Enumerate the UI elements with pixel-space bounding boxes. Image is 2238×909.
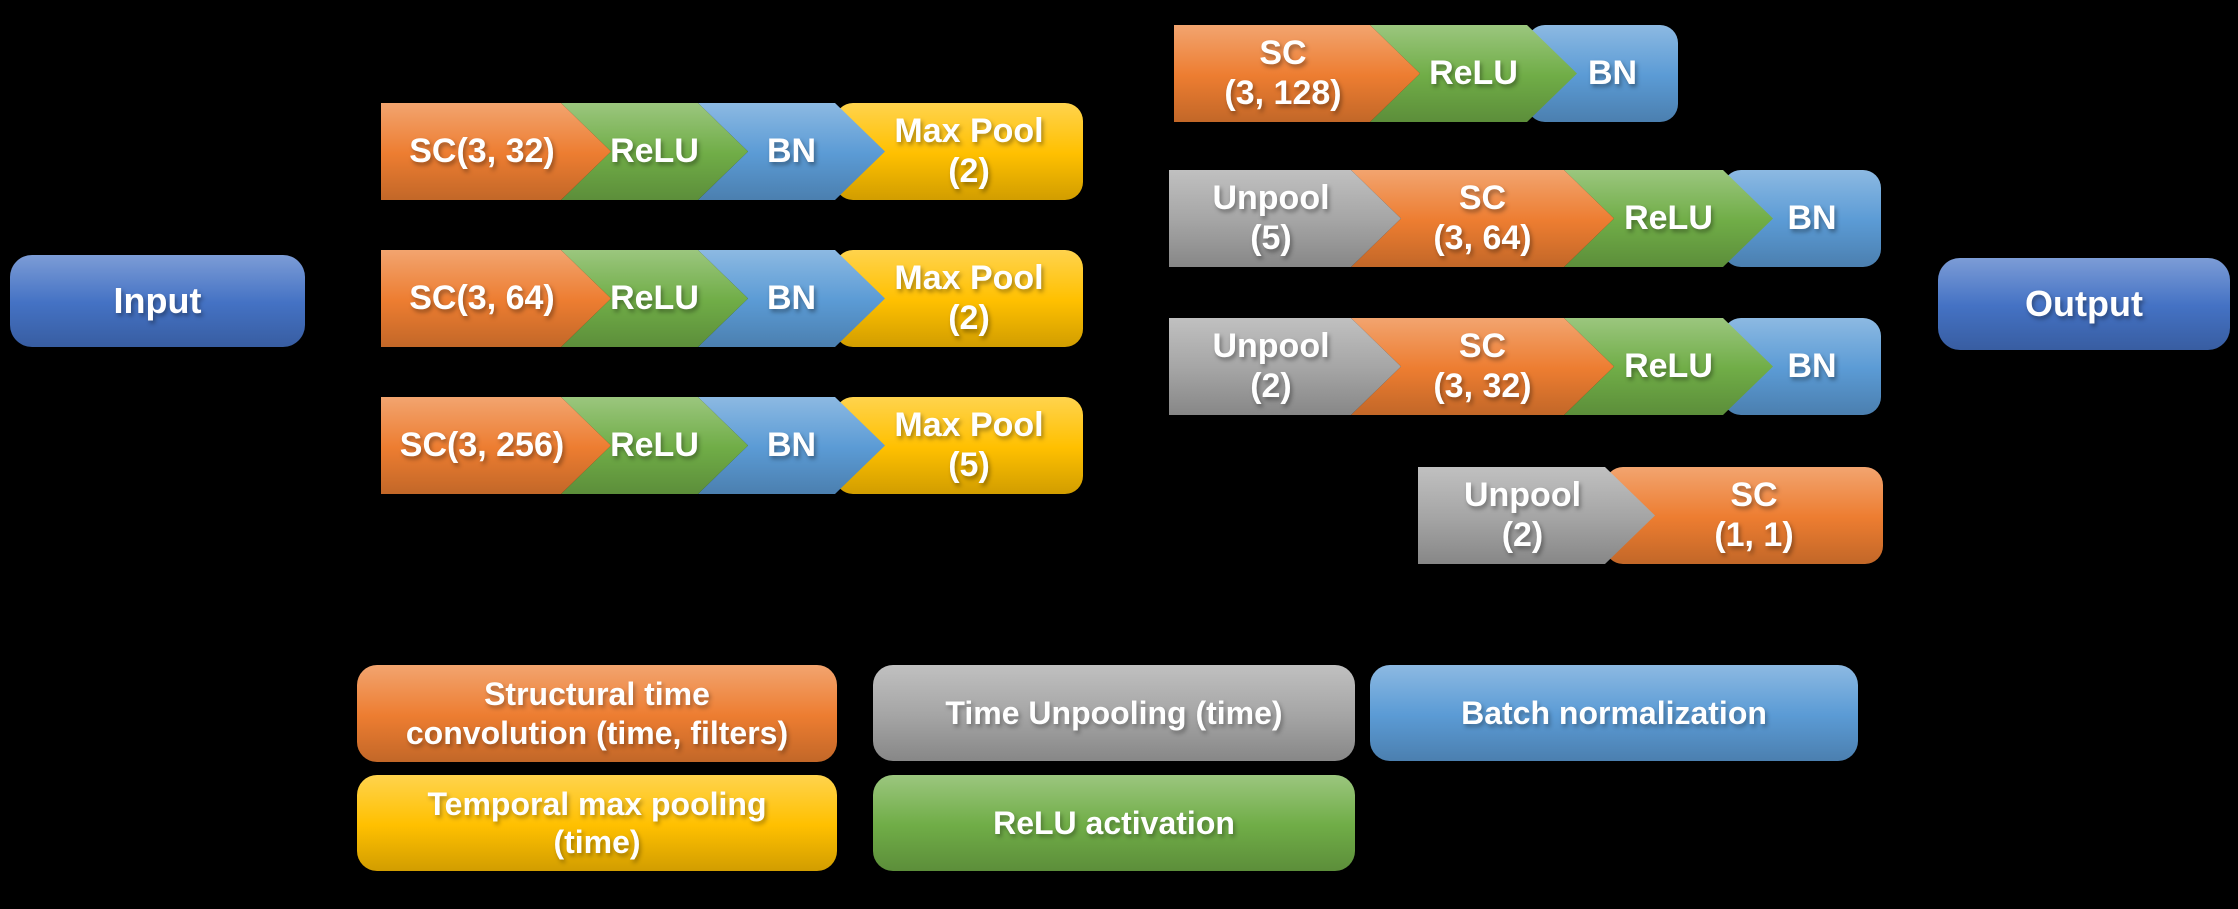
decoder-row-3: Unpool (2) SC (3, 32) ReLU BN [1169, 318, 1881, 415]
stage-label: ReLU [1429, 53, 1518, 92]
stage-unpool: Unpool (2) [1418, 467, 1655, 564]
output-block: Output [1938, 258, 2230, 350]
legend-label: Time Unpooling (time) [945, 694, 1283, 731]
legend-relu: ReLU activation [873, 775, 1355, 871]
encoder-row-2: SC(3, 64) ReLU BN Max Pool (2) [381, 250, 1083, 347]
stage-label: BN [766, 278, 817, 317]
stage-label: Unpool (2) [1463, 476, 1582, 554]
stage-label: ReLU [610, 425, 699, 464]
stage-sc: SC(3, 64) [381, 250, 611, 347]
decoder-row-1: SC (3, 128) ReLU BN [1174, 25, 1678, 122]
stage-label: Unpool (5) [1212, 179, 1330, 257]
stage-label: ReLU [1624, 346, 1713, 385]
legend-label: Structural time convolution (time, filte… [405, 676, 789, 751]
stage-sc: SC(3, 256) [381, 397, 611, 494]
stage-label: Max Pool (2) [894, 112, 1044, 190]
legend-label: Temporal max pooling (time) [427, 785, 767, 860]
stage-label: ReLU [610, 278, 699, 317]
encoder-row-1: SC(3, 32) ReLU BN Max Pool (2) [381, 103, 1083, 200]
legend-label: Batch normalization [1461, 694, 1767, 731]
legend-sc: Structural time convolution (time, filte… [357, 665, 837, 762]
stage-label: Unpool (2) [1212, 327, 1330, 405]
stage-unpool: Unpool (5) [1169, 170, 1401, 267]
output-label: Output [2025, 283, 2143, 324]
decoder-row-2: Unpool (5) SC (3, 64) ReLU BN [1169, 170, 1881, 267]
stage-label: SC(3, 256) [399, 425, 565, 464]
legend-label: ReLU activation [993, 804, 1235, 841]
stage-label: Max Pool (2) [894, 259, 1044, 337]
stage-sc: SC (3, 128) [1174, 25, 1420, 122]
stage-label: BN [1587, 53, 1638, 92]
stage-unpool: Unpool (2) [1169, 318, 1401, 415]
stage-label: SC (1, 1) [1714, 476, 1794, 554]
legend-unpool: Time Unpooling (time) [873, 665, 1355, 761]
stage-label: SC(3, 32) [409, 131, 555, 170]
input-label: Input [113, 280, 202, 321]
stage-label: BN [1787, 198, 1837, 237]
stage-label: SC (3, 64) [1433, 179, 1532, 257]
input-block: Input [10, 255, 305, 347]
encoder-row-3: SC(3, 256) ReLU BN Max Pool (5) [381, 397, 1083, 494]
stage-relu: ReLU [1564, 170, 1773, 267]
stage-label: ReLU [610, 131, 699, 170]
stage-label: SC (3, 32) [1433, 327, 1532, 405]
stage-label: BN [766, 425, 817, 464]
stage-sc: SC(3, 32) [381, 103, 611, 200]
stage-label: BN [766, 131, 817, 170]
decoder-row-4: Unpool (2) SC (1, 1) [1418, 467, 1883, 564]
stage-label: Max Pool (5) [894, 406, 1044, 484]
stage-label: BN [1787, 346, 1837, 385]
stage-label: SC(3, 64) [409, 278, 555, 317]
legend-bn: Batch normalization [1370, 665, 1858, 761]
stage-label: ReLU [1624, 198, 1713, 237]
legend-maxpool: Temporal max pooling (time) [357, 775, 837, 871]
stage-label: SC (3, 128) [1224, 34, 1342, 112]
